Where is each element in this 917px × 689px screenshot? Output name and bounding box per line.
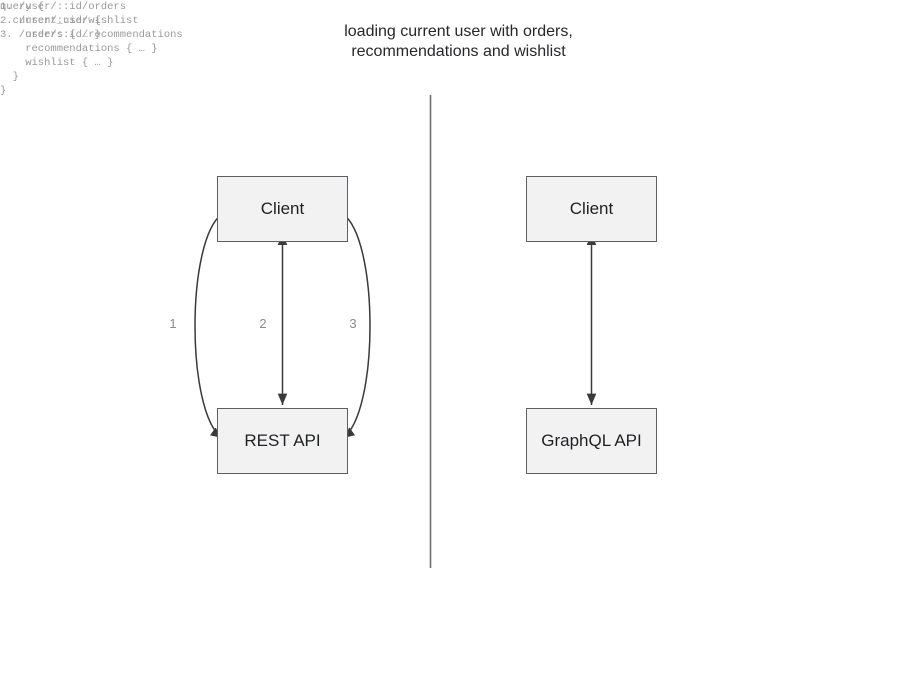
rest-edge-3-curve: [333, 207, 371, 439]
node-graphql-client[interactable]: Client: [526, 176, 657, 242]
rest-endpoint-list: 1. /user/::id/orders 2. /user/::id/wishl…: [0, 1, 183, 41]
node-rest-client-label: Client: [260, 199, 305, 218]
rest-edge-1-curve: [194, 207, 232, 439]
rest-edge-2-label: 2: [259, 316, 267, 331]
rest-edge-3-label: 3: [349, 316, 357, 331]
node-graphql-api-label: GraphQL API: [541, 431, 642, 450]
node-graphql-client-label: Client: [569, 199, 614, 218]
graphql-query-block: query { current_user { orders { … } reco…: [0, 1, 158, 97]
node-graphql-api[interactable]: GraphQL API: [526, 408, 657, 474]
page-title: loading current user with orders, recomm…: [344, 23, 573, 60]
rest-edge-1-label: 1: [169, 316, 177, 331]
node-rest-api[interactable]: REST API: [217, 408, 348, 474]
node-rest-client[interactable]: Client: [217, 176, 348, 242]
node-rest-api-label: REST API: [244, 431, 321, 450]
